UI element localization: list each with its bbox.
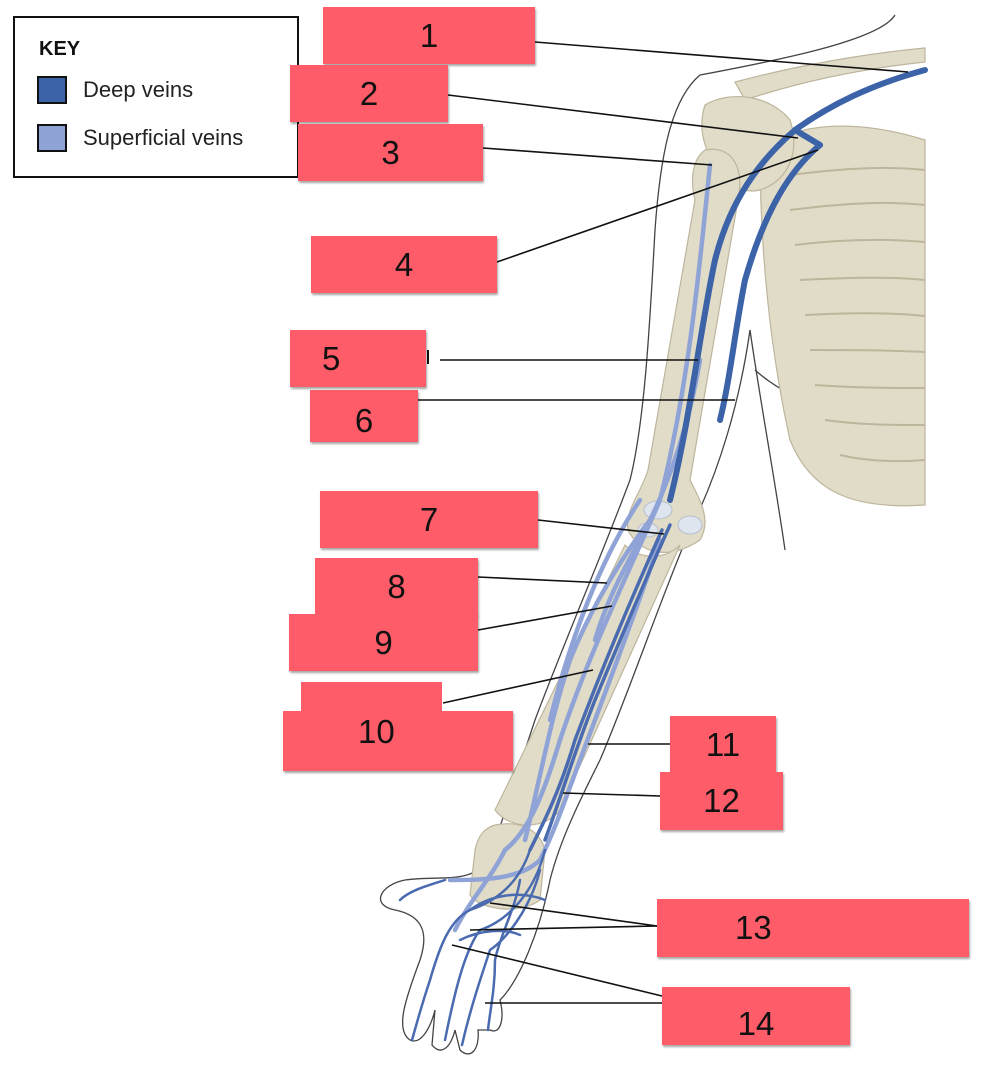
key-title: KEY <box>39 38 81 60</box>
label-box-4[interactable]: 4 <box>311 236 497 293</box>
leader-lines <box>418 41 909 1004</box>
label-box-14[interactable]: 14 <box>662 987 850 1045</box>
deep-veins <box>667 67 928 503</box>
key-row-superficial: Superficial veins <box>37 124 243 152</box>
leader-line-2 <box>447 94 799 139</box>
label-text-13: 13 <box>735 909 772 946</box>
superficial-veins-label: Superficial veins <box>83 125 244 150</box>
label-text-12: 12 <box>703 782 740 819</box>
label-text-1: 1 <box>419 16 439 54</box>
label-box-12[interactable]: 12 <box>660 772 783 830</box>
rib-lines <box>789 166 926 463</box>
deep-veins-forearm <box>528 523 672 852</box>
leader-line-12 <box>562 792 661 797</box>
label-box-7[interactable]: 7 <box>320 491 538 548</box>
label-text-2: 2 <box>359 74 379 112</box>
leader-line-10 <box>442 669 594 704</box>
label-text-14: 14 <box>737 1005 775 1042</box>
label-text-7: 7 <box>419 500 439 538</box>
leader-line-1 <box>534 41 909 73</box>
leader-line-4 <box>496 149 819 263</box>
label-box-9[interactable]: 9 <box>289 614 478 671</box>
leader-line-13b <box>469 925 658 931</box>
label-box-10[interactable]: 10 <box>283 711 513 771</box>
key-legend: KEY Deep veins Superficial veins <box>13 16 299 178</box>
deep-veins-swatch <box>37 76 67 104</box>
leader-line-7 <box>537 519 665 535</box>
label-text-6: 6 <box>354 402 374 439</box>
deep-veins-label: Deep veins <box>83 77 194 102</box>
label-box-8[interactable]: 8 <box>315 558 478 615</box>
superficial-veins-swatch <box>37 124 67 152</box>
label-text-8: 8 <box>387 567 406 605</box>
label-box-13[interactable]: 13 <box>657 899 969 957</box>
label-box-3[interactable]: 3 <box>298 124 483 181</box>
label-text-5: 5 <box>322 339 341 377</box>
label-box-5[interactable]: 5 <box>290 330 426 387</box>
label-text-10: 10 <box>358 713 395 750</box>
label-text-9: 9 <box>374 623 393 661</box>
label-text-3: 3 <box>381 133 400 171</box>
label-box-1[interactable]: 1 <box>323 7 535 64</box>
leader-line-13a <box>489 902 658 927</box>
label-text-4: 4 <box>394 245 414 283</box>
leader-line-9 <box>477 605 613 631</box>
hand-veins <box>398 848 547 1047</box>
label-box-11[interactable]: 11 <box>670 716 776 773</box>
label-box-2[interactable]: 2 <box>290 65 448 122</box>
label-box-6[interactable]: 6 <box>310 390 418 442</box>
label-text-11: 11 <box>705 725 741 763</box>
leader-line-14a <box>451 944 663 997</box>
label-box-10-tab <box>301 682 442 714</box>
leader-line-3 <box>482 147 713 166</box>
leader-line-8 <box>477 576 608 584</box>
key-row-deep: Deep veins <box>37 76 193 104</box>
